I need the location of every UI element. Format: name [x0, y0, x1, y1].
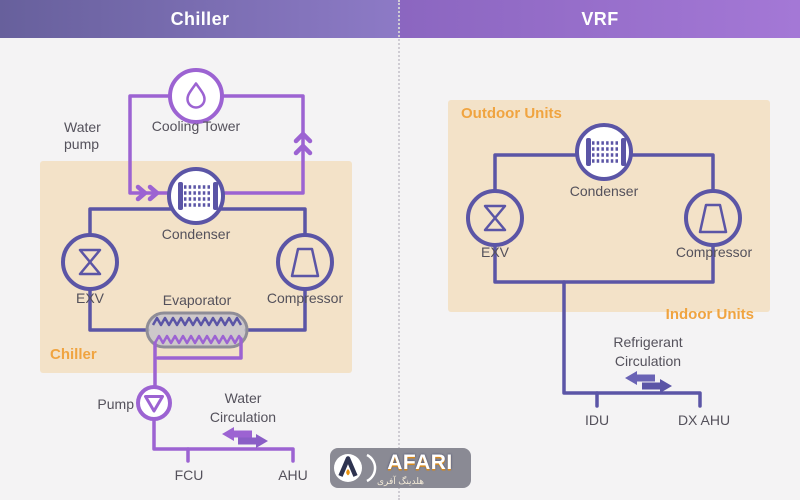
vrf-lower-link-line	[493, 243, 715, 284]
cooling-tower-circle	[168, 68, 224, 124]
exv-evaporator-line	[88, 287, 150, 332]
compressor-circle	[276, 233, 334, 291]
vrf-exv-label: EXV	[480, 244, 509, 260]
chilled-water-return-line	[156, 337, 243, 360]
evaporator-node	[145, 311, 249, 349]
outdoor-units-label: Outdoor Units	[461, 105, 562, 122]
logo-subtitle: هلدینگ آفری	[376, 476, 425, 486]
vrf-diagram	[466, 123, 742, 408]
vrf-header-title: VRF	[581, 8, 619, 29]
pump-node	[136, 385, 172, 421]
refrigerant-circulation-arrows-icon	[625, 371, 672, 393]
compressor-circle	[684, 189, 742, 247]
triangle-down-icon	[144, 395, 164, 413]
vrf-indoor-distribution-line	[562, 280, 702, 408]
flow-chevron-right-icon	[135, 184, 148, 202]
pump-label: Pump	[97, 396, 134, 412]
afari-logo: AFARI هلدینگ آفری	[330, 448, 471, 488]
chiller-condenser-node	[167, 167, 225, 225]
idu-label: IDU	[584, 412, 610, 428]
afari-emblem-icon	[334, 453, 377, 483]
chiller-exv-label: EXV	[75, 290, 104, 306]
chiller-compressor-node	[276, 233, 334, 291]
water-circulation-label: Water Circulation	[209, 390, 277, 425]
flow-chevron-right-icon	[147, 184, 160, 202]
ahu-label: AHU	[278, 467, 308, 483]
evaporator-label: Evaporator	[162, 292, 232, 308]
evaporator-refrigerant-zigzag	[151, 316, 243, 327]
vrf-exv-node	[466, 189, 524, 247]
cooling-tower-label: Cooling Tower	[151, 118, 241, 134]
water-pump-label: Water pump	[64, 119, 101, 152]
chiller-diagram	[61, 68, 334, 463]
exv-circle	[466, 189, 524, 247]
flow-chevron-up-icon	[293, 143, 313, 156]
evaporator-water-zigzag	[153, 334, 243, 345]
coil-icon	[586, 138, 626, 166]
chiller-header-title: Chiller	[170, 8, 230, 29]
trapezoid-icon	[290, 247, 320, 278]
hourglass-valve-icon	[483, 204, 507, 232]
water-drop-icon	[186, 82, 206, 109]
flow-chevron-up-icon	[293, 131, 313, 144]
refrigerant-circulation-label: Refrigerant Circulation	[613, 334, 683, 369]
trapezoid-icon	[698, 203, 728, 234]
chiller-exv-node	[61, 233, 119, 291]
panel-divider	[398, 0, 400, 500]
compressor-evaporator-line	[244, 287, 307, 332]
chiller-compressor-label: Compressor	[266, 290, 344, 306]
vrf-condenser-label: Condenser	[569, 183, 639, 199]
logo-wordmark: AFARI	[387, 451, 453, 474]
vrf-compressor-label: Compressor	[675, 244, 753, 260]
chiller-condenser-label: Condenser	[161, 226, 231, 242]
fcu-label: FCU	[174, 467, 204, 483]
water-circulation-arrows-icon	[222, 427, 268, 448]
vrf-condenser-node	[575, 123, 633, 181]
dx-ahu-label: DX AHU	[677, 412, 731, 428]
coil-icon	[178, 182, 218, 210]
vrf-header: VRF	[400, 0, 800, 38]
pump-circle	[136, 385, 172, 421]
pump-distribution-line	[152, 417, 295, 463]
exv-circle	[61, 233, 119, 291]
indoor-units-label: Indoor Units	[665, 306, 754, 323]
vrf-compressor-node	[684, 189, 742, 247]
chiller-box-label: Chiller	[50, 346, 97, 363]
hourglass-valve-icon	[78, 248, 102, 276]
cooling-tower-node	[168, 68, 224, 124]
condenser-circle	[575, 123, 633, 181]
chiller-header: Chiller	[0, 0, 400, 38]
condenser-circle	[167, 167, 225, 225]
